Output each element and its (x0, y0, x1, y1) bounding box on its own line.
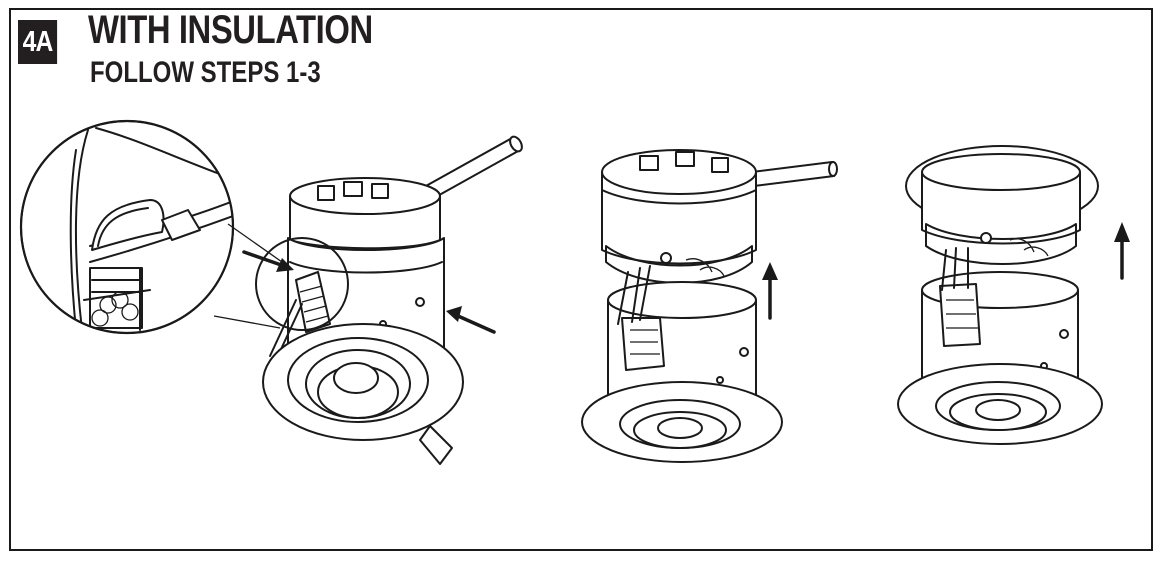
step-subtitle: FOLLOW STEPS 1-3 (90, 56, 321, 89)
step-badge: 4A (18, 20, 58, 64)
downlight-fitting-1 (242, 135, 523, 465)
detail-magnifier-icon (19, 119, 283, 335)
diagram-frame (9, 8, 1153, 551)
downlight-fitting-2 (581, 149, 838, 463)
downlight-fitting-3 (897, 145, 1130, 445)
step-title: WITH INSULATION (88, 8, 373, 52)
